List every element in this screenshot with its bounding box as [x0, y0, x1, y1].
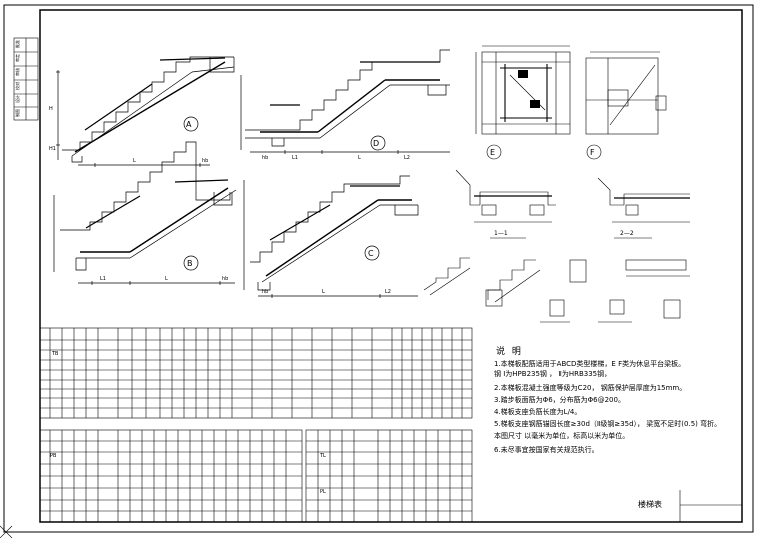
dim-c-l2: L2: [385, 289, 391, 295]
section-2-2-label: 2—2: [620, 230, 634, 237]
notes-title: 说 明: [496, 347, 523, 357]
svg-text:制图: 制图: [14, 109, 20, 117]
stair-type-d: [240, 49, 450, 154]
outer-border: [3, 4, 754, 533]
svg-text:设计: 设计: [14, 95, 20, 103]
binding-strip: [13, 37, 39, 121]
pl-label: PL: [320, 489, 326, 495]
note-line: 1.本梯板配筋适用于ABCD类型楼梯，E F类为休息平台梁板。: [494, 360, 686, 368]
label-type-f: F: [590, 148, 595, 157]
section-e: [475, 45, 571, 160]
inner-border: [39, 9, 743, 523]
tl-table-cols: [317, 430, 463, 522]
dim-d-l2: L2: [404, 155, 410, 161]
dim-b-hb: hb: [222, 276, 228, 282]
dim-a-h1: H1: [49, 146, 56, 152]
label-type-e: E: [490, 148, 495, 157]
dim-d-hb: hb: [262, 155, 268, 161]
tl-table: [305, 429, 473, 523]
tb-table: [39, 327, 473, 419]
pb-table: [39, 429, 303, 523]
dim-b-l1: L1: [100, 276, 106, 282]
note-line: 3.踏步板面筋为Φ6，分布筋为Φ6@200。: [494, 396, 625, 404]
section-1-1-label: 1—1: [494, 230, 508, 237]
dim-d-l: L: [358, 155, 361, 161]
stair-type-c: [243, 175, 419, 298]
note-line: 4.梯板支座负筋长度为L/4。: [494, 408, 582, 416]
title-block: [679, 490, 742, 522]
label-type-b: B: [187, 259, 193, 268]
note-line: 本图尺寸 以毫米为单位，标高以米为单位。: [494, 432, 630, 440]
detail-row: [423, 257, 690, 323]
section-f: [585, 51, 667, 160]
title-block-text: 楼梯表: [638, 500, 662, 509]
label-type-a: A: [186, 120, 192, 129]
svg-text:审核: 审核: [14, 68, 20, 76]
tl-label: TL: [319, 453, 326, 459]
stair-type-a: [56, 56, 235, 167]
svg-text:批准: 批准: [14, 40, 20, 48]
dim-c-hb: hb: [262, 289, 268, 295]
note-line: 2.本梯板混凝土强度等级为C20， 钢筋保护层厚度为15mm。: [494, 384, 687, 392]
svg-text:审定: 审定: [14, 54, 20, 62]
section-1-1: [455, 169, 556, 239]
stair-type-b: [53, 141, 237, 285]
label-type-d: D: [373, 139, 379, 148]
note-line: 5.梯板支座钢筋锚固长度≥30d（Ⅱ级钢≥35d）， 梁宽不足时(0.5) 弯折…: [494, 420, 722, 428]
dim-d-l1: L1: [292, 155, 298, 161]
label-type-c: C: [368, 249, 374, 258]
pb-table-cols: [49, 430, 287, 522]
dim-b-l: L: [165, 276, 168, 282]
note-line: 6.未尽事宜按国家有关规范执行。: [494, 446, 599, 454]
svg-text:校对: 校对: [14, 82, 20, 90]
dim-a-h: H: [49, 106, 53, 112]
section-2-2: [597, 177, 690, 239]
note-line: 钢 Ⅰ为HPB235钢 ， Ⅱ为HRB335钢，: [494, 370, 612, 378]
tb-table-cols: [49, 328, 463, 418]
pb-label: PB: [50, 453, 57, 459]
tb-label: TB: [51, 351, 59, 357]
dim-a-hb: hb: [202, 158, 208, 164]
dim-a-l: L: [133, 158, 136, 164]
dim-c-l: L: [322, 289, 325, 295]
